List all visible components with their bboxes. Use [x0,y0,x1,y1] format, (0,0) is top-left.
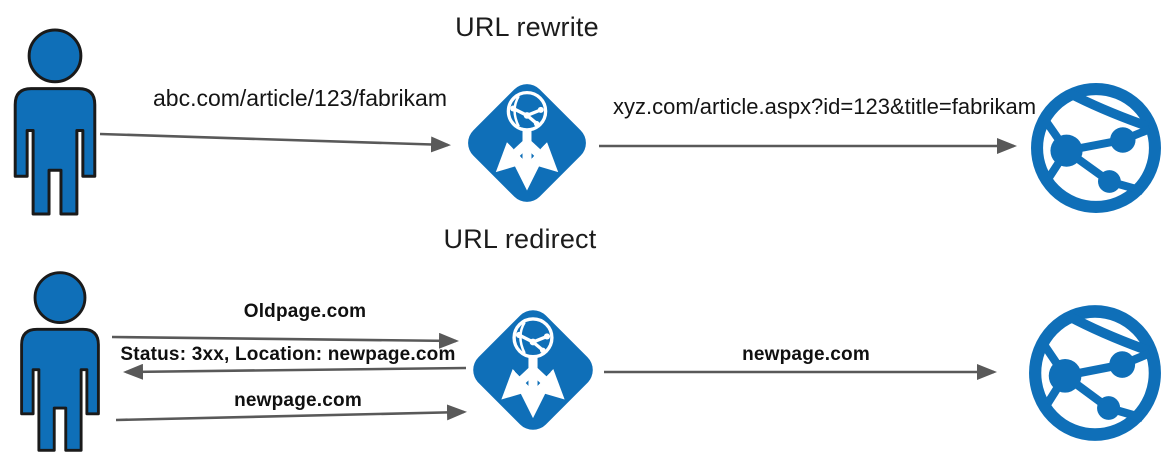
redirect-new-request-label: newpage.com [234,390,362,411]
webapp-nodes [1050,127,1136,193]
user-icon [12,266,108,456]
redirect-forwarded-request-label: newpage.com [742,344,870,365]
globe-glyph [512,317,554,359]
url-redirect-title: URL redirect [443,224,597,254]
rewrite-rewritten-request-label: xyz.com/article.aspx?id=123&title=fabrik… [613,94,1037,119]
user-icon [3,27,107,216]
arrow-user-to-gateway-rewrite [99,132,451,153]
redirect-response-label: Status: 3xx, Location: newpage.com [120,344,456,365]
arrow-user-to-gateway-oldpage [111,332,459,349]
trident-arrows [501,357,565,419]
redirect-initial-request-label: Oldpage.com [243,301,367,322]
trident-arrows [495,130,559,191]
webapp-nodes [1048,351,1136,420]
application-gateway-icon [463,300,603,440]
url-rewrite-title: URL rewrite [455,12,599,42]
user-body [20,327,100,452]
user-head [33,271,87,325]
user-body [13,87,97,216]
application-gateway-icon [458,74,596,212]
web-app-globe-icon [1027,303,1163,443]
web-app-globe-icon [1029,81,1163,215]
arrow-user-to-gateway-newpage [115,404,467,422]
globe-glyph [506,90,548,132]
user-head [27,28,83,84]
rewrite-client-request-label: abc.com/article/123/fabrikam [152,85,447,111]
arrow-gateway-to-user-status-3xx [123,363,467,380]
